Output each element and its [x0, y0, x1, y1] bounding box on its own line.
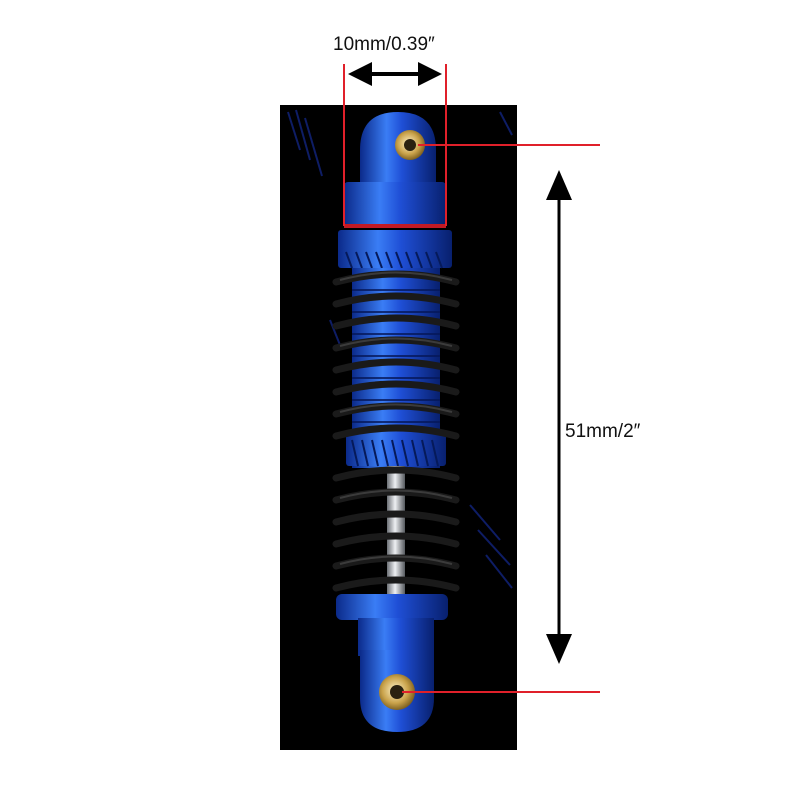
piston-shaft	[387, 466, 405, 596]
lower-spring-seat	[336, 594, 448, 620]
lower-collar	[346, 430, 446, 466]
lower-neck	[358, 618, 434, 656]
double-headed-vertical-arrow-icon	[546, 170, 572, 664]
top-cap	[344, 182, 446, 226]
length-dimension-label: 51mm/2″	[565, 421, 641, 442]
width-dimension-label: 10mm/0.39″	[333, 34, 435, 55]
double-headed-horizontal-arrow-icon	[348, 62, 442, 86]
shock-absorber	[332, 112, 460, 732]
backdrop-streaks	[287, 109, 513, 589]
top-collar	[338, 230, 452, 268]
length-dimension	[402, 144, 600, 693]
coil-spring	[332, 270, 460, 592]
